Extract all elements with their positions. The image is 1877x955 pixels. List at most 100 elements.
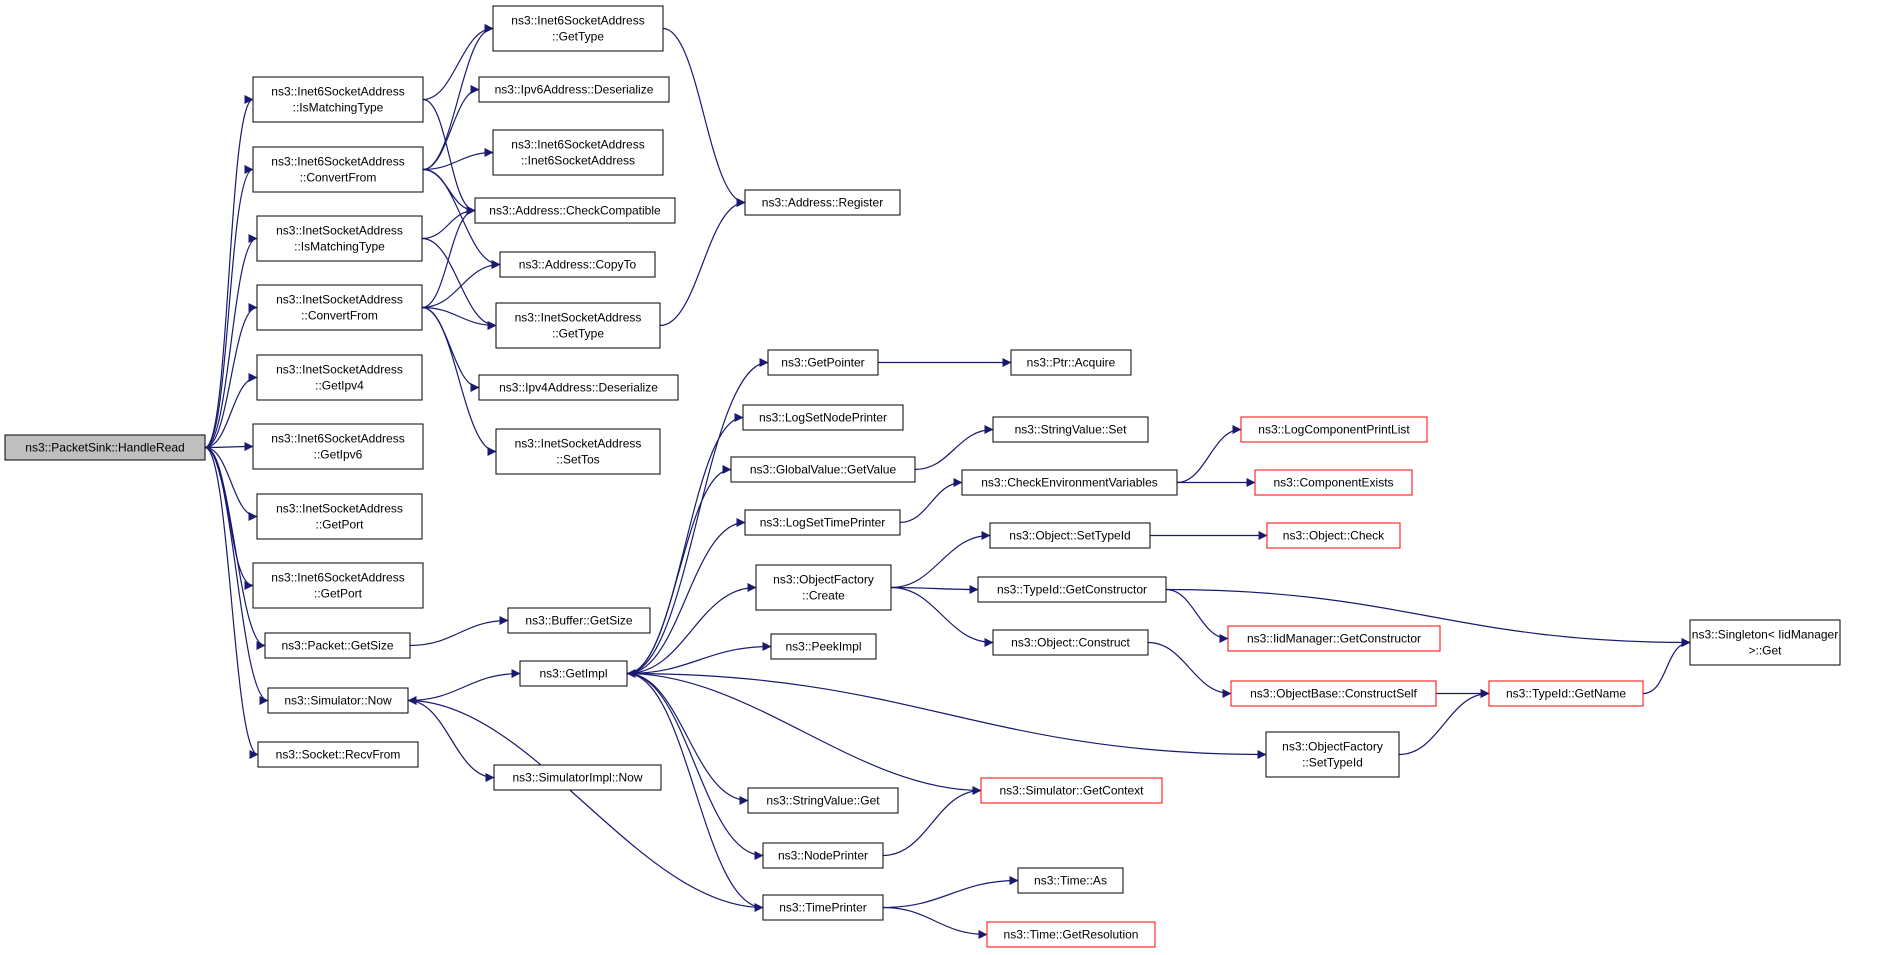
- node-ipv4_deserialize[interactable]: ns3::Ipv4Address::Deserialize: [478, 374, 679, 401]
- edge-timeprinter-to-time_getres: [882, 906, 988, 939]
- edge-nodeprinter-to-sim_getcontext: [882, 786, 982, 857]
- node-layer: ns3::PacketSink::HandleReadns3::Inet6Soc…: [4, 5, 1841, 948]
- node-i_settos[interactable]: ns3::InetSocketAddress::SetTos: [495, 428, 661, 475]
- node-i6_gettype[interactable]: ns3::Inet6SocketAddress::GetType: [492, 5, 664, 52]
- edge-getimpl-to-timeprinter: [626, 672, 764, 912]
- edge-getimpl-to-logsettimeprinter: [626, 518, 746, 675]
- node-box: [1265, 731, 1400, 778]
- node-objfactory_settypeid[interactable]: ns3::ObjectFactory::SetTypeId: [1265, 731, 1400, 778]
- node-iidmgr_getctor[interactable]: ns3::IidManager::GetConstructor: [1227, 625, 1441, 652]
- edge-root-to-i6_getport: [204, 446, 254, 590]
- node-time_as[interactable]: ns3::Time::As: [1017, 867, 1124, 894]
- edge-i_convertfrom-to-i_gettype: [421, 306, 497, 330]
- node-box: [1689, 619, 1841, 666]
- node-label: ::GetPort: [314, 587, 363, 601]
- node-simimpl_now[interactable]: ns3::SimulatorImpl::Now: [493, 764, 662, 791]
- node-box: [1240, 416, 1428, 443]
- node-ptr_acquire[interactable]: ns3::Ptr::Acquire: [1010, 349, 1132, 376]
- edge-i_gettype-to-addr_register: [659, 198, 746, 327]
- node-time_getres[interactable]: ns3::Time::GetResolution: [986, 921, 1156, 948]
- node-label: ns3::InetSocketAddress: [276, 224, 403, 238]
- edge-typeid_getctor-to-iidmgr_getctor: [1165, 588, 1229, 643]
- node-logcompprintlist[interactable]: ns3::LogComponentPrintList: [1240, 416, 1428, 443]
- edge-root-to-i6_ismatching: [204, 95, 254, 449]
- node-label: ns3::GetImpl: [539, 667, 607, 681]
- node-typeid_getname[interactable]: ns3::TypeId::GetName: [1488, 680, 1644, 707]
- node-getpointer[interactable]: ns3::GetPointer: [767, 349, 879, 376]
- node-label: ns3::Ipv6Address::Deserialize: [495, 83, 654, 97]
- node-i6_getport[interactable]: ns3::Inet6SocketAddress::GetPort: [252, 562, 424, 609]
- node-i_getport[interactable]: ns3::InetSocketAddress::GetPort: [256, 493, 423, 540]
- node-i_convertfrom[interactable]: ns3::InetSocketAddress::ConvertFrom: [256, 284, 423, 331]
- node-buffer_getsize[interactable]: ns3::Buffer::GetSize: [507, 607, 651, 634]
- node-obj_settypeid[interactable]: ns3::Object::SetTypeId: [989, 522, 1151, 549]
- node-box: [1017, 867, 1124, 894]
- node-i_ismatching[interactable]: ns3::InetSocketAddress::IsMatchingType: [256, 215, 423, 262]
- node-timeprinter[interactable]: ns3::TimePrinter: [762, 894, 884, 921]
- node-globalvalue_getvalue[interactable]: ns3::GlobalValue::GetValue: [730, 456, 916, 483]
- node-label: ns3::Simulator::Now: [284, 694, 392, 708]
- node-sim_getcontext[interactable]: ns3::Simulator::GetContext: [980, 777, 1163, 804]
- node-label: ::Create: [802, 589, 845, 603]
- node-compexists[interactable]: ns3::ComponentExists: [1254, 469, 1413, 496]
- node-box: [256, 493, 423, 540]
- node-box: [478, 374, 679, 401]
- node-box: [1227, 625, 1441, 652]
- node-socket_recvfrom[interactable]: ns3::Socket::RecvFrom: [257, 741, 419, 768]
- node-label: ns3::Address::CopyTo: [519, 258, 637, 272]
- edge-i6_convertfrom-to-i6_ctor: [422, 148, 494, 171]
- node-label: ns3::CheckEnvironmentVariables: [981, 476, 1158, 490]
- node-ipv6_deserialize[interactable]: ns3::Ipv6Address::Deserialize: [478, 76, 670, 103]
- node-typeid_getctor[interactable]: ns3::TypeId::GetConstructor: [977, 576, 1167, 603]
- node-box: [256, 354, 423, 401]
- node-checkenv[interactable]: ns3::CheckEnvironmentVariables: [961, 469, 1178, 496]
- node-box: [492, 5, 664, 52]
- node-i6_convertfrom[interactable]: ns3::Inet6SocketAddress::ConvertFrom: [252, 146, 424, 193]
- node-obj_construct[interactable]: ns3::Object::Construct: [992, 629, 1149, 656]
- node-addr_copyto[interactable]: ns3::Address::CopyTo: [499, 251, 656, 278]
- node-objbase_constructself[interactable]: ns3::ObjectBase::ConstructSelf: [1230, 680, 1437, 707]
- node-label: ns3::Object::Check: [1283, 529, 1385, 543]
- node-addr_checkcompat[interactable]: ns3::Address::CheckCompatible: [474, 197, 676, 224]
- node-box: [474, 197, 676, 224]
- node-i6_ctor[interactable]: ns3::Inet6SocketAddress::Inet6SocketAddr…: [492, 129, 664, 176]
- edge-timeprinter-to-time_as: [882, 876, 1019, 909]
- node-sim_now[interactable]: ns3::Simulator::Now: [267, 687, 409, 714]
- node-stringvalue_get[interactable]: ns3::StringValue::Get: [747, 787, 899, 814]
- node-stringvalue_set[interactable]: ns3::StringValue::Set: [992, 416, 1149, 443]
- node-logsettimeprinter[interactable]: ns3::LogSetTimePrinter: [744, 509, 901, 536]
- node-peekimpl[interactable]: ns3::PeekImpl: [770, 633, 877, 660]
- node-addr_register[interactable]: ns3::Address::Register: [744, 189, 901, 216]
- node-i_getipv4[interactable]: ns3::InetSocketAddress::GetIpv4: [256, 354, 423, 401]
- node-i6_getipv6[interactable]: ns3::Inet6SocketAddress::GetIpv6: [252, 423, 424, 470]
- node-i_gettype[interactable]: ns3::InetSocketAddress::GetType: [495, 302, 661, 349]
- node-label: ns3::Inet6SocketAddress: [271, 155, 404, 169]
- node-label: ns3::SimulatorImpl::Now: [512, 771, 642, 785]
- node-label: ::ConvertFrom: [300, 171, 377, 185]
- node-label: ns3::Simulator::GetContext: [999, 784, 1144, 798]
- node-getimpl[interactable]: ns3::GetImpl: [519, 660, 628, 687]
- node-packet_getsize[interactable]: ns3::Packet::GetSize: [264, 632, 411, 659]
- edge-root-to-i6_convertfrom: [204, 165, 254, 449]
- node-label: ns3::ObjectBase::ConstructSelf: [1250, 687, 1417, 701]
- node-box: [744, 189, 901, 216]
- edge-i6_convertfrom-to-addr_copyto: [422, 168, 501, 269]
- node-box: [961, 469, 1178, 496]
- edge-objfactory_create-to-obj_construct: [890, 586, 994, 647]
- node-obj_check[interactable]: ns3::Object::Check: [1266, 522, 1401, 549]
- edge-globalvalue_getvalue-to-stringvalue_set: [914, 425, 994, 471]
- node-box: [992, 416, 1149, 443]
- node-label: ns3::PeekImpl: [785, 640, 861, 654]
- node-nodeprinter[interactable]: ns3::NodePrinter: [762, 842, 884, 869]
- node-objfactory_create[interactable]: ns3::ObjectFactory::Create: [755, 564, 892, 611]
- node-label: ::GetType: [552, 327, 604, 341]
- node-label: ns3::PacketSink::HandleRead: [25, 441, 184, 455]
- node-label: ns3::Object::Construct: [1011, 636, 1130, 650]
- node-logsetnodeprinter[interactable]: ns3::LogSetNodePrinter: [742, 404, 904, 431]
- node-label: ns3::IidManager::GetConstructor: [1247, 632, 1421, 646]
- node-singleton_get[interactable]: ns3::Singleton< IidManager >::Get: [1689, 619, 1841, 666]
- node-label: ns3::Inet6SocketAddress: [271, 571, 404, 585]
- node-label: ns3::GlobalValue::GetValue: [750, 463, 897, 477]
- node-i6_ismatching[interactable]: ns3::Inet6SocketAddress::IsMatchingType: [252, 76, 424, 123]
- edge-getimpl-to-stringvalue_get: [626, 672, 749, 805]
